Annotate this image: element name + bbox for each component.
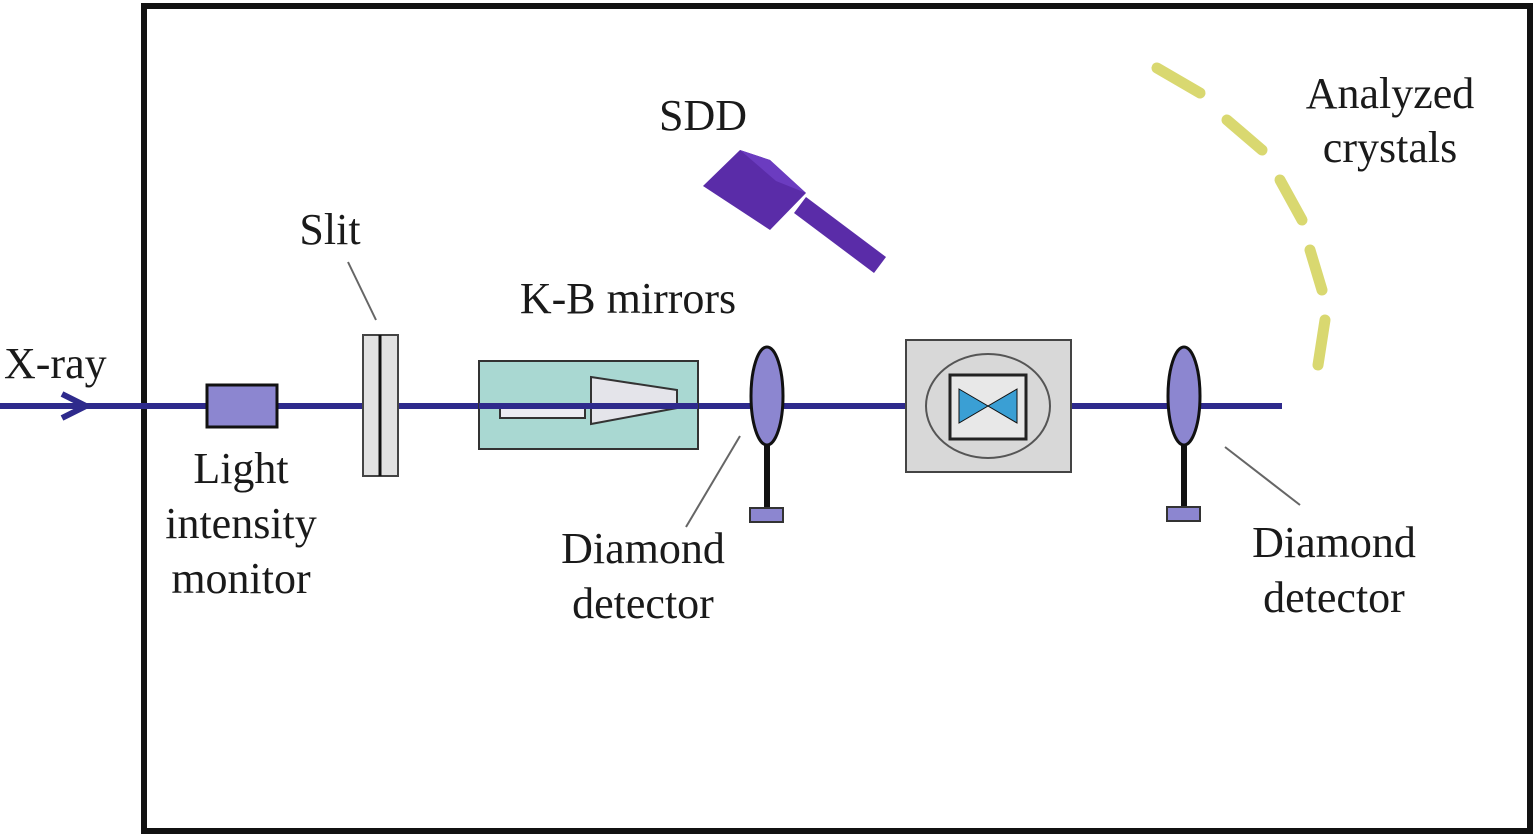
kb-mirrors-label: K-B mirrors [520,274,736,323]
diamond-detector-1-label-2: detector [572,579,714,628]
sdd-label: SDD [659,91,747,140]
xray-label: X-ray [4,339,107,388]
sample-chamber [905,339,1072,473]
slit [362,334,399,477]
light-monitor-label-1: Light [193,444,288,493]
enclosure-frame [141,3,1533,834]
detector-1-leader-line [685,435,741,528]
analyzed-crystals [1151,62,1331,371]
light-monitor-label-2: intensity [165,499,317,548]
light-intensity-monitor [205,383,279,429]
slit-label: Slit [299,205,360,254]
kb-mirrors [478,360,699,450]
analyzed-crystals-label-1: Analyzed [1306,69,1475,118]
diamond-detector-2-label-1: Diamond [1252,518,1416,567]
arrow-icon [60,391,89,421]
diamond-detector-1 [749,345,785,523]
diamond-detector-2-label-2: detector [1263,573,1405,622]
detector-2-leader-line [1224,446,1301,506]
light-monitor-label-3: monitor [171,554,311,603]
sdd-detector [703,150,886,273]
slit-leader-line [347,261,377,321]
analyzed-crystals-label-2: crystals [1323,123,1457,172]
diamond-detector-1-label-1: Diamond [561,524,725,573]
diamond-detector-2 [1166,345,1202,522]
sample-icon [958,388,989,424]
